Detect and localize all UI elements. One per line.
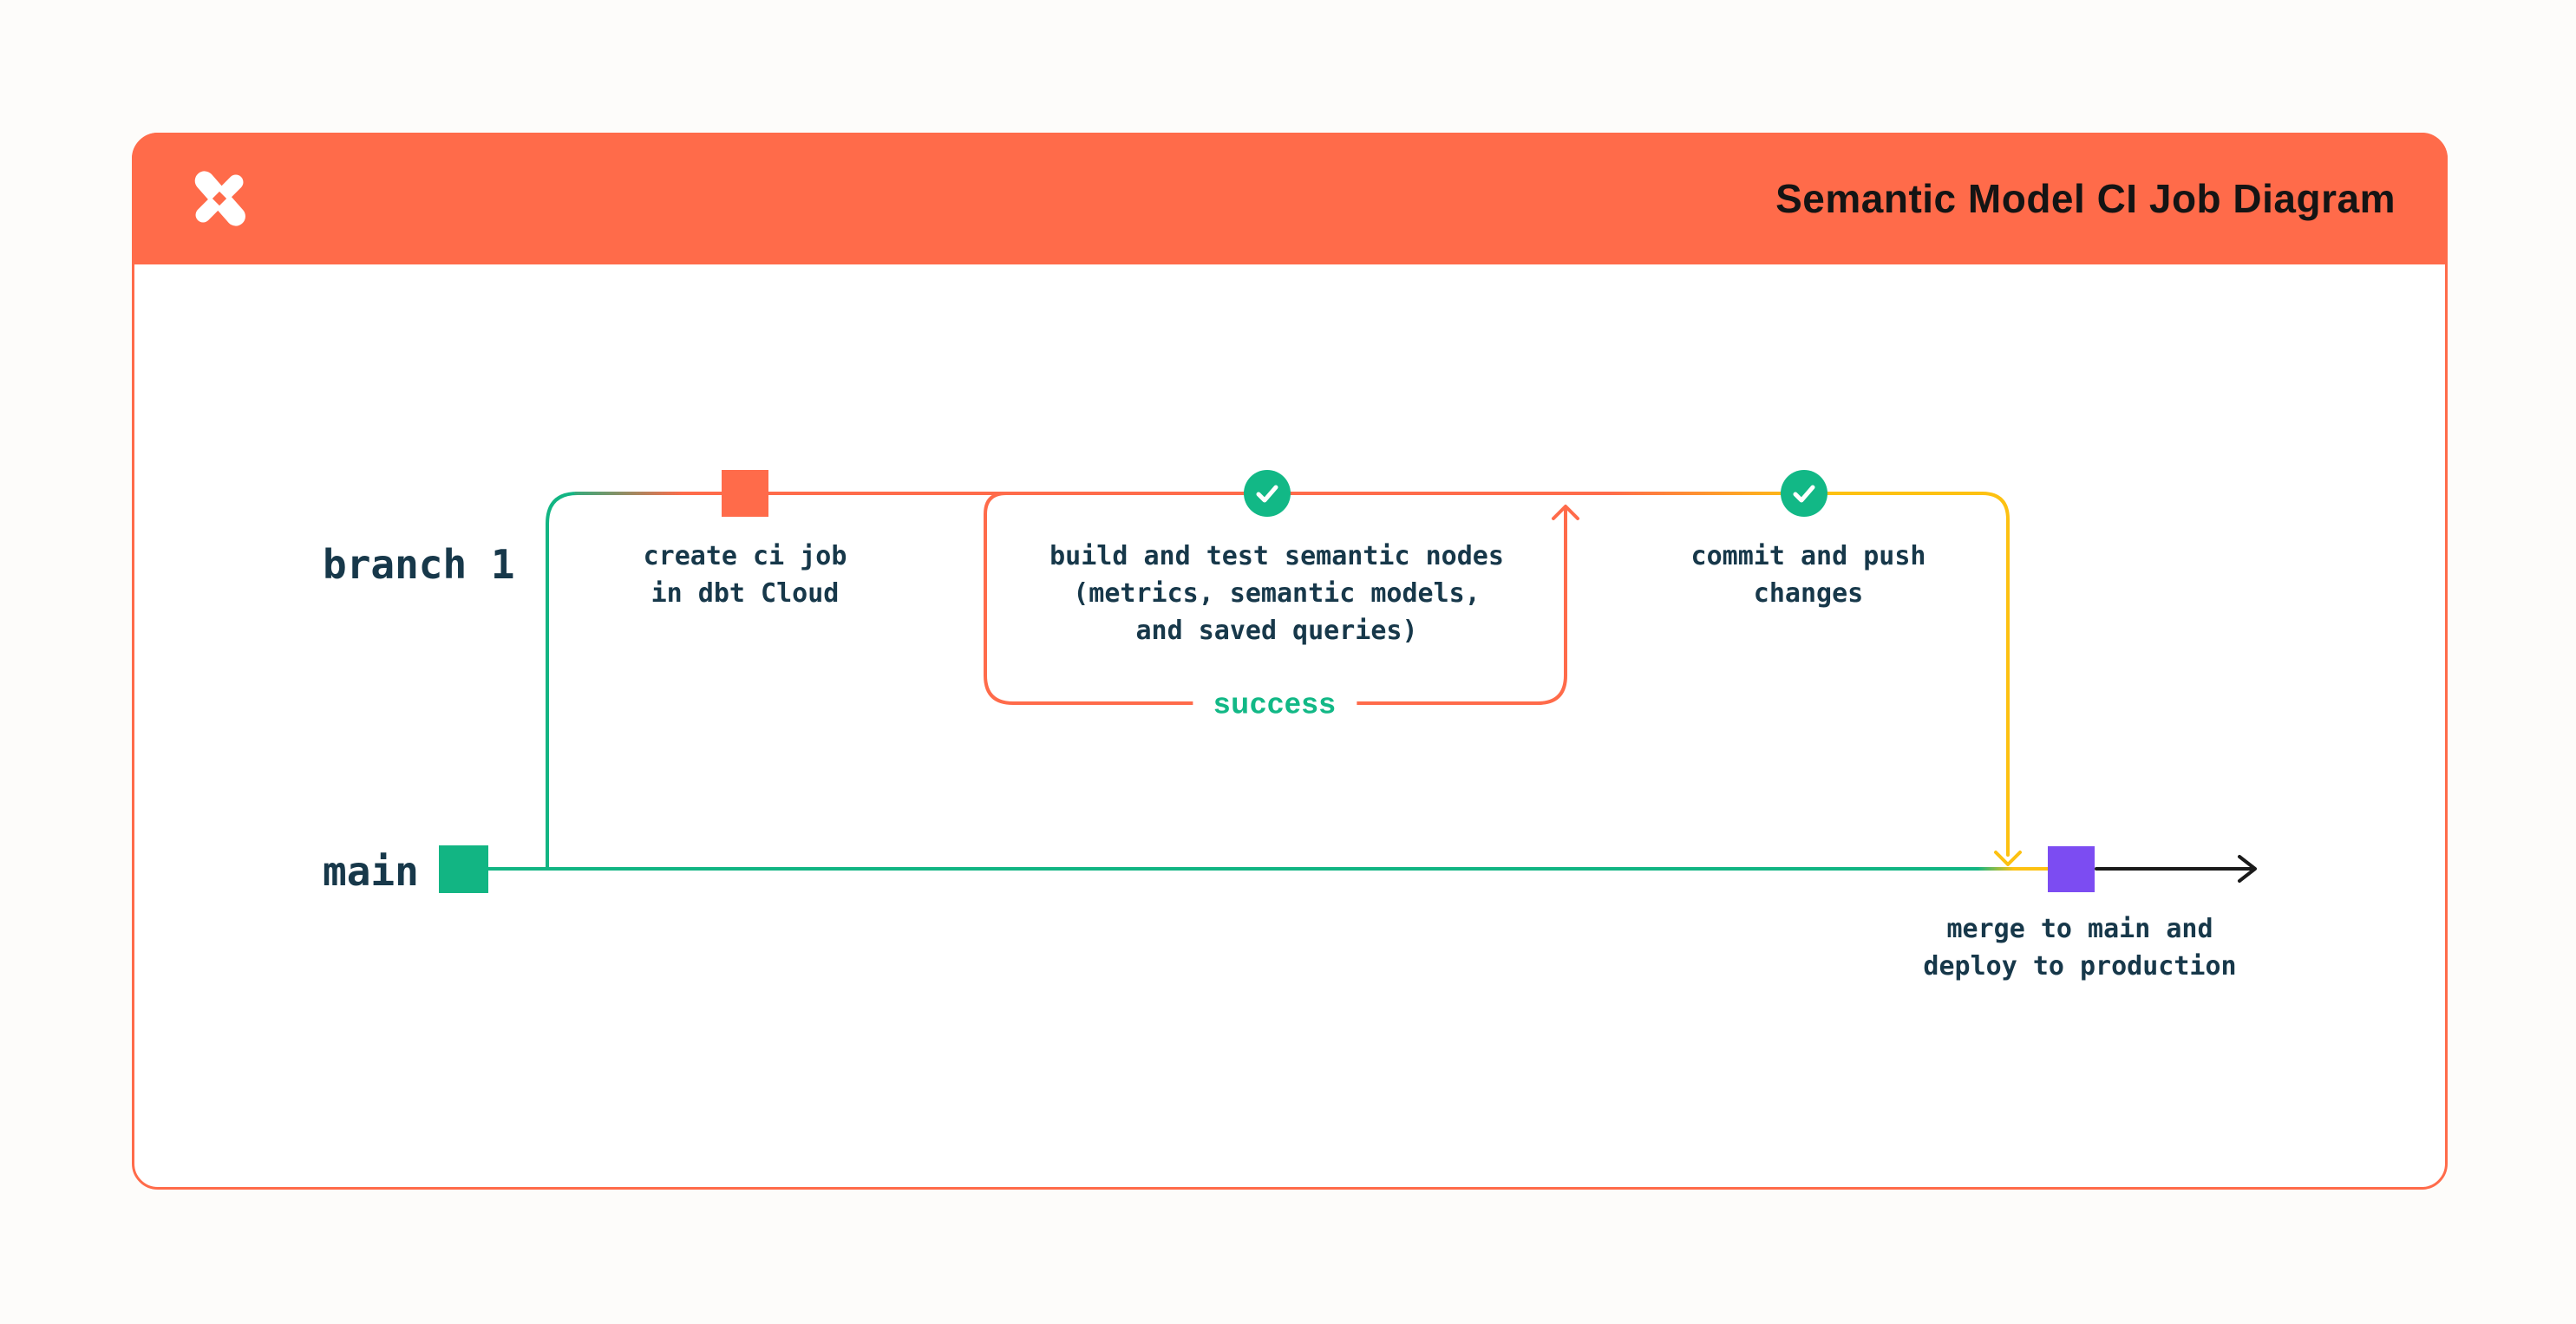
branch-1-label: branch 1 [323,541,515,588]
merge-down-arrowhead [1994,851,2022,866]
branch-fork-line [546,492,579,869]
success-loop-line [984,492,1567,705]
main-label: main [323,848,419,895]
commit-node-merge-deploy [2048,846,2095,892]
dbt-logo-icon [194,171,245,226]
success-label: success [1193,685,1357,723]
deploy-arrowhead [2238,855,2257,883]
page-title: Semantic Model CI Job Diagram [1775,176,2396,221]
check-icon [1781,470,1827,517]
success-loop-up-arrowhead [1552,505,1579,520]
commit-node-main-start [439,845,488,893]
node-label-build-and-test: build and test semantic nodes (metrics, … [1049,541,1504,646]
node-label-merge-deploy: merge to main and deploy to production [1923,914,2237,982]
merge-line [1976,492,2010,857]
check-icon [1244,470,1291,517]
header-bar: Semantic Model CI Job Diagram [132,133,2448,264]
node-label-create-ci-job: create ci job in dbt Cloud [643,541,847,609]
node-label-commit-push: commit and push changes [1690,541,1926,609]
diagram-card: Semantic Model CI Job Diagram [132,133,2448,1190]
commit-node-create-ci-job [722,470,768,517]
